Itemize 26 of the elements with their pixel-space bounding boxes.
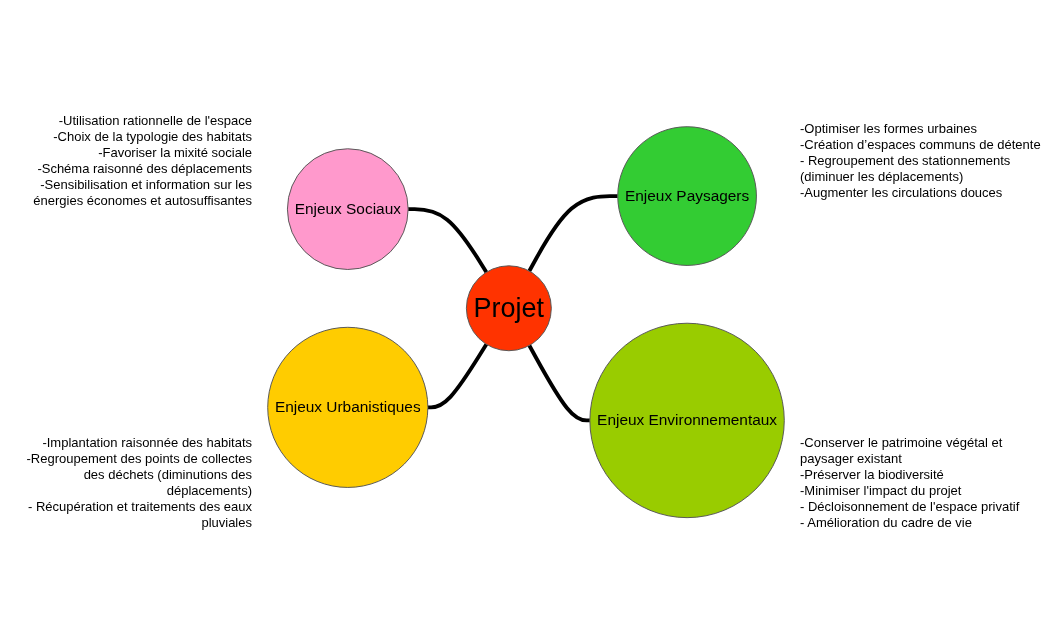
bullet-text: -Augmenter les circulations douces [800, 185, 1004, 201]
connector [408, 207, 489, 274]
bullet-text: - Regroupement des stationnements (diminuer les déplacements) [800, 153, 1012, 185]
bullet-text: -Utilisation rationnelle de l'espace [57, 113, 252, 129]
bullet-text: -Minimiser l'impact du projet [800, 483, 963, 499]
connector [527, 193, 618, 272]
bullet-text: -Favoriser la mixité sociale [97, 145, 252, 161]
bullet-text: -Création d’espaces communs de détente [800, 137, 1042, 153]
node-circle: Enjeux Sociaux [286, 148, 409, 270]
bullet-text: -Préserver la biodiversité [800, 467, 945, 483]
bullet-text: -Sensibilisation et information sur les énergies économes et autosuffisantes [32, 177, 252, 209]
bullet-text: -Optimiser les formes urbaines [800, 121, 978, 137]
connector [527, 344, 590, 423]
node-circle: Projet [465, 265, 552, 352]
bullet-text: -Conserver le patrimoine végétal et paysager existant [800, 435, 1004, 467]
node-circle: Enjeux Environnementaux [589, 322, 785, 518]
node-circle: Enjeux Paysagers [617, 126, 757, 266]
bullet-text: - Décloisonnement de l'espace privatif [800, 499, 1021, 515]
connector [427, 343, 489, 410]
bullet-text: - Récupération et traitements des eaux pluviales [27, 499, 252, 531]
bullet-text: -Choix de la typologie des habitats [52, 129, 252, 145]
bullet-text: - Amélioration du cadre de vie [800, 515, 973, 531]
bullet-text: -Implantation raisonnée des habitats [41, 435, 252, 451]
bullet-text: -Schéma raisonné des déplacements [36, 161, 252, 177]
bullet-text: -Regroupement des points de collectes des déchets (diminutions des déplacements) [25, 451, 252, 499]
node-circle: Enjeux Urbanistiques [267, 326, 429, 488]
